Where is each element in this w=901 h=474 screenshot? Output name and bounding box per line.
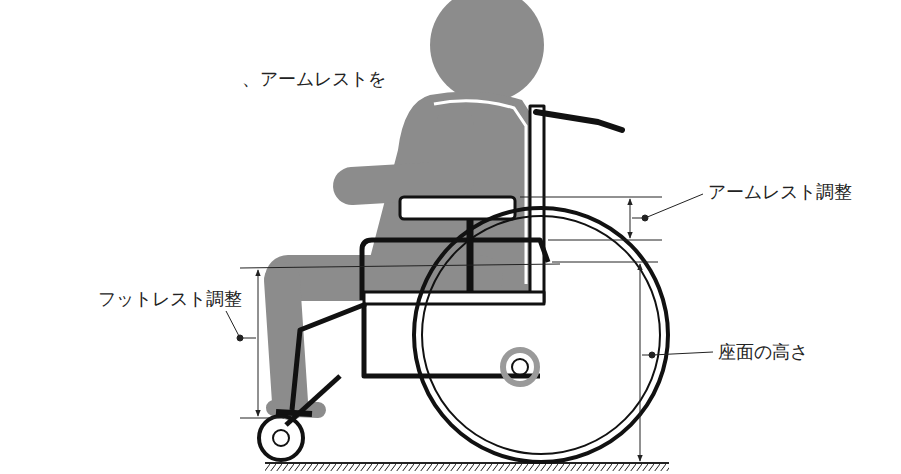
wheelchair-frame [259,106,668,462]
caption-fragment: 、アームレストを [240,68,388,90]
ground-hatch [265,463,669,471]
dimension-label: フットレスト調整 [96,288,244,310]
dimension-lines [226,194,713,461]
dimension-label: アームレスト調整 [706,181,854,203]
person-figure [274,0,544,410]
dimension-label: 座面の高さ [716,341,810,363]
ground-line [265,462,669,464]
